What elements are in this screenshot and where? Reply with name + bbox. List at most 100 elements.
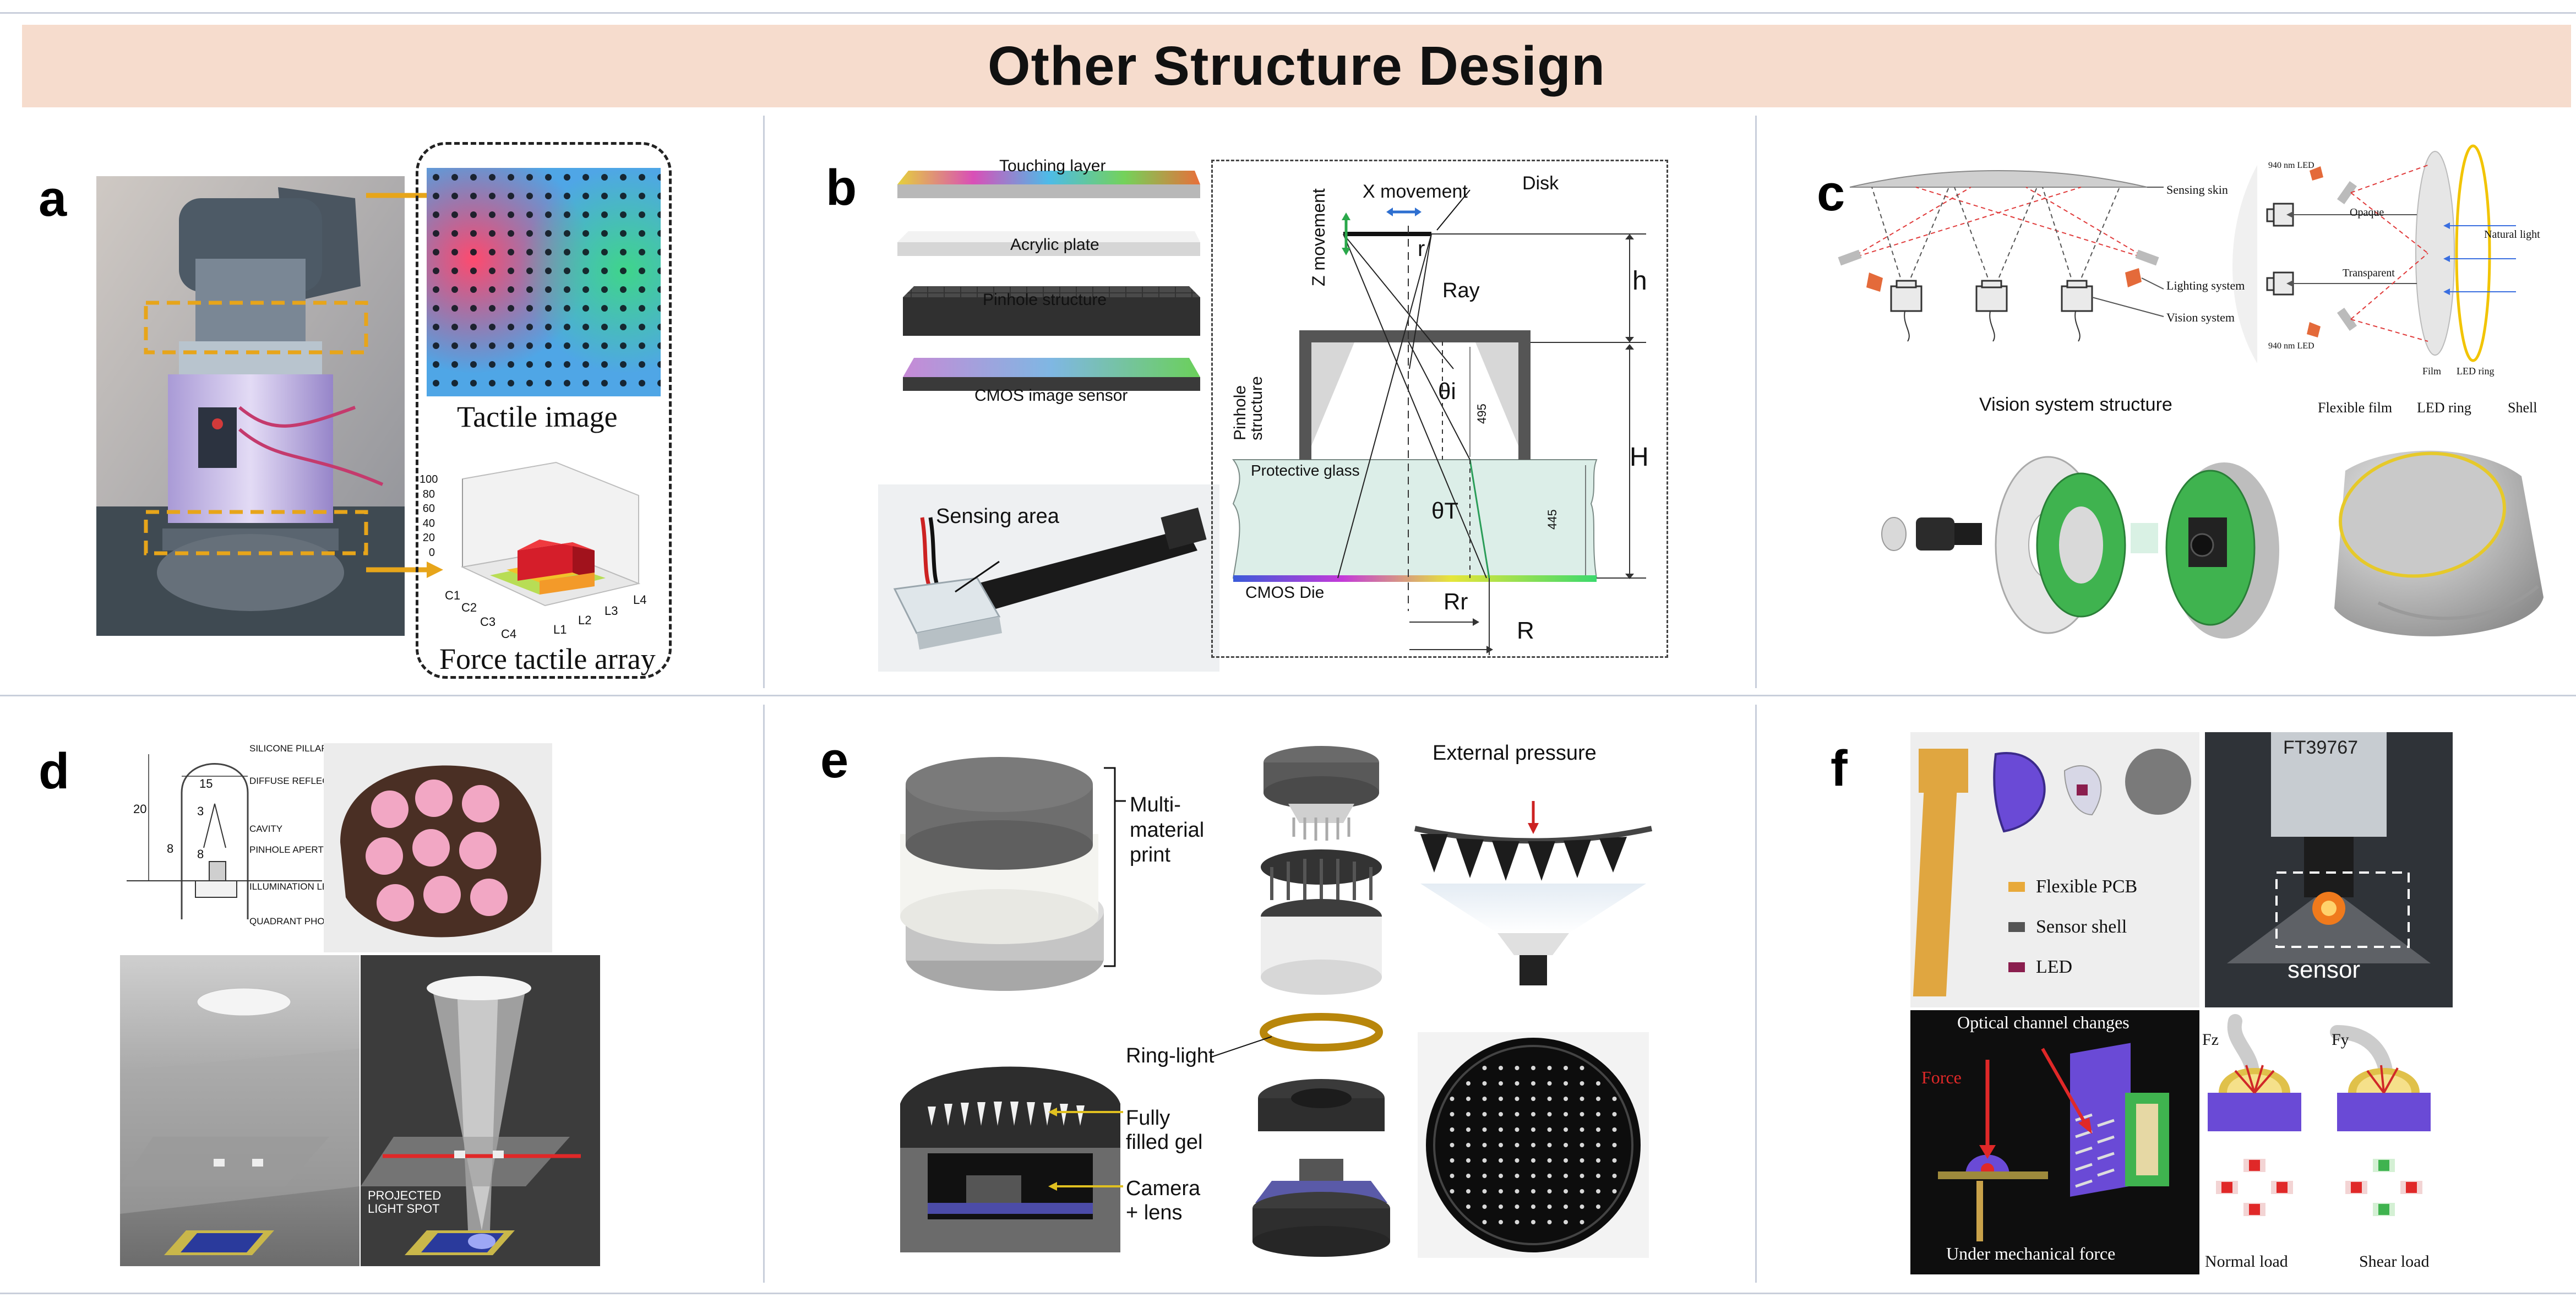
marker-dot	[1564, 1205, 1568, 1209]
cavity-label: CAVITY	[249, 824, 283, 834]
marker-dot	[1612, 1112, 1617, 1116]
marker-dot	[1564, 1066, 1568, 1070]
x-movement-label: X movement	[1363, 181, 1468, 202]
ring-light-leader	[1211, 1036, 1272, 1058]
marker-dot	[1547, 1066, 1552, 1070]
dim-label: 8	[167, 842, 174, 855]
marker-dot	[1466, 1112, 1471, 1116]
title-banner: Other Structure Design	[22, 25, 2571, 107]
callout-arrows	[1048, 1108, 1123, 1191]
transparent-label: Transparent	[2343, 267, 2395, 279]
marker-dot	[1482, 1081, 1487, 1086]
axis-tick-label: C2	[461, 601, 477, 614]
marker-dot	[1564, 1127, 1568, 1132]
r-r-label: Rr	[1444, 588, 1468, 614]
marker-dot	[1482, 1158, 1487, 1163]
bottom-rule	[0, 1293, 2576, 1294]
panel-letter-b: b	[826, 160, 857, 216]
dim-label: 15	[199, 777, 213, 791]
layer-stack-illustration	[897, 171, 1200, 391]
marker-dot	[1450, 1127, 1455, 1132]
shell-label: Shell	[2508, 400, 2537, 416]
marker-dot	[1499, 1066, 1503, 1070]
normal-load-label: Normal load	[2205, 1252, 2288, 1271]
legend-swatch	[2008, 882, 2025, 892]
external-pressure-label: External pressure	[1433, 742, 1597, 765]
marker-dot	[1515, 1189, 1520, 1193]
marker-dot	[1466, 1081, 1471, 1086]
optical-channel-label: Optical channel changes	[1957, 1012, 2130, 1032]
cmos-die-label: CMOS Die	[1245, 584, 1325, 602]
sensing-skin-label: Sensing skin	[2166, 183, 2228, 197]
marker-dot	[1482, 1097, 1487, 1101]
axis-tick-label: C3	[480, 615, 496, 629]
bracket	[1104, 767, 1126, 967]
marker-dot	[1531, 1158, 1535, 1163]
marker-dot	[1499, 1127, 1503, 1132]
marker-dot	[1499, 1220, 1503, 1224]
marker-dot	[1580, 1143, 1584, 1147]
marker-dot	[1499, 1174, 1503, 1178]
ft-code-label: FT39767	[2283, 737, 2359, 758]
marker-dot	[1596, 1081, 1600, 1086]
marker-dot	[1580, 1158, 1584, 1163]
sensor-shell-render	[2334, 450, 2544, 636]
marker-dot	[1482, 1066, 1487, 1070]
under-force-label: Under mechanical force	[1946, 1244, 2116, 1263]
marker-dot	[1612, 1143, 1617, 1147]
marker-dot	[1515, 1158, 1520, 1163]
illumination-leds-label: ILLUMINATION LEDS	[249, 881, 341, 892]
marker-dot	[1515, 1081, 1520, 1086]
marker-dot	[1450, 1158, 1455, 1163]
fy-label: Fy	[2332, 1031, 2349, 1049]
marker-dot	[1547, 1220, 1552, 1224]
marker-dot	[1450, 1143, 1455, 1147]
disk-label: Disk	[1522, 173, 1559, 194]
marker-dot	[1564, 1143, 1568, 1147]
layer-label: Pinhole structure	[983, 291, 1107, 309]
marker-dot	[1482, 1220, 1487, 1224]
layer-label: Acrylic plate	[1010, 236, 1099, 254]
marker-dot	[1499, 1205, 1503, 1209]
force-array-caption: Force tactile array	[439, 642, 656, 675]
led-ring-label-2: LED ring	[2417, 400, 2471, 416]
marker-dot	[1482, 1174, 1487, 1178]
marker-dot	[1547, 1081, 1552, 1086]
axis-tick-label: C1	[445, 588, 461, 602]
marker-dot	[1580, 1127, 1584, 1132]
h-label: h	[1632, 266, 1647, 296]
dim-label: 3	[197, 804, 204, 818]
tactile-image-caption: Tactile image	[457, 400, 618, 433]
panel-letter-d: d	[39, 743, 70, 799]
z-movement-label: Z movement	[1309, 188, 1328, 286]
marker-dot	[1499, 1112, 1503, 1116]
marker-dot	[1596, 1127, 1600, 1132]
marker-dot	[1499, 1097, 1503, 1101]
legend-label: LED	[2036, 957, 2073, 977]
marker-dot	[1564, 1189, 1568, 1193]
marker-dot	[1499, 1189, 1503, 1193]
marker-dot	[1612, 1127, 1617, 1132]
marker-dot	[1596, 1097, 1600, 1101]
marker-dot	[1515, 1112, 1520, 1116]
theta-t-label: θT	[1431, 498, 1459, 524]
marker-dot	[1450, 1097, 1455, 1101]
camera-lens-label: Camera + lens	[1126, 1177, 1201, 1224]
theta-i-label: θi	[1438, 378, 1456, 404]
force-bar-chart-3d	[460, 461, 641, 607]
marker-dot	[1580, 1189, 1584, 1193]
marker-dot	[1499, 1158, 1503, 1163]
marker-dot	[1466, 1174, 1471, 1178]
marker-dot	[1531, 1174, 1535, 1178]
marker-dot	[1564, 1081, 1568, 1086]
led-940-bottom-label: 940 nm LED	[2268, 341, 2314, 351]
marker-dot	[1450, 1189, 1455, 1193]
column-divider	[1755, 705, 1757, 1283]
silicone-pillar-label: SILICONE PILLAR	[249, 743, 328, 754]
marker-dot	[1596, 1112, 1600, 1116]
dim-495-label: 495	[1475, 404, 1489, 424]
shear-load-render	[2330, 1025, 2431, 1216]
optical-channel-diagram	[1910, 1010, 2199, 1274]
big-h-label: H	[1630, 443, 1649, 472]
ray-label: Ray	[1442, 279, 1480, 302]
